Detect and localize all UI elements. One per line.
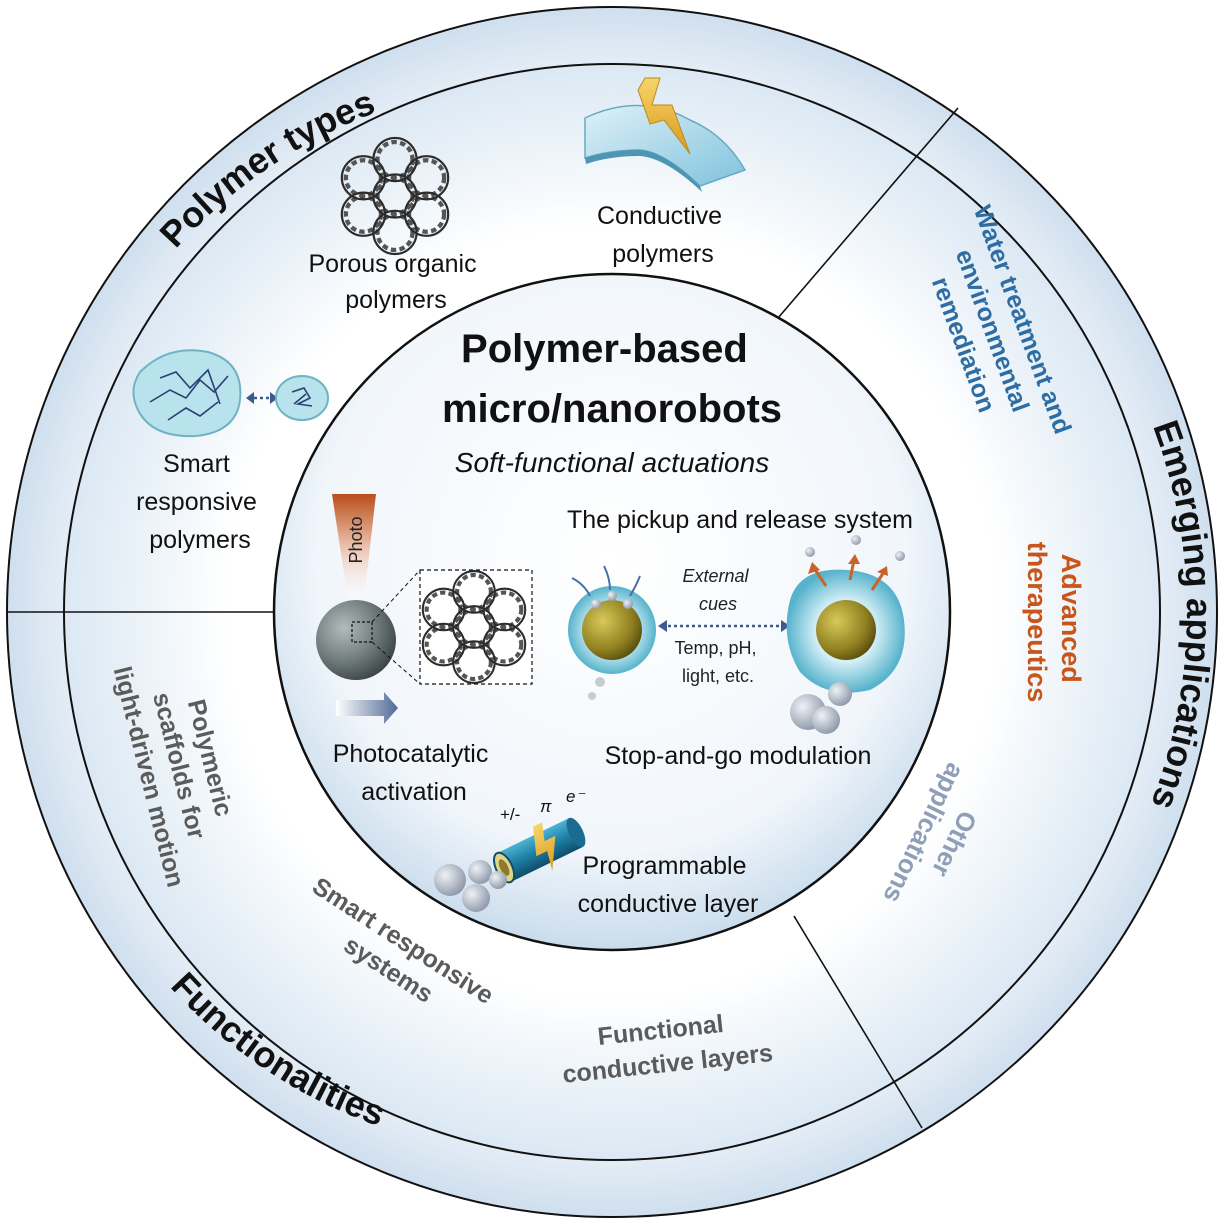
pickup-robot-small <box>568 565 656 700</box>
motion-arrow-icon <box>336 692 398 724</box>
external-cues-label: External cues <box>682 566 753 614</box>
center-subtitle: Soft-functional actuations <box>455 447 769 478</box>
programmable-conductive-layer-label: Programmable conductive layer <box>578 852 759 918</box>
charge-symbol-pi: π <box>540 797 552 816</box>
porous-organic-polymers-label: Porous organic polymers <box>308 250 483 314</box>
bubble-cluster-icon <box>434 860 507 912</box>
cue-examples-label: Temp, pH, light, etc. <box>674 638 761 686</box>
zoom-box-small <box>351 621 373 643</box>
stop-and-go-label: Stop-and-go modulation <box>605 742 872 770</box>
zoom-line-top <box>371 569 421 623</box>
photocatalytic-sphere <box>316 600 396 680</box>
double-arrow-icon <box>246 392 278 404</box>
smart-polymer-swollen-icon <box>132 349 242 438</box>
conductive-polymer-sheet-icon <box>584 77 747 192</box>
smart-responsive-polymers-label: Smart responsive polymers <box>136 450 264 554</box>
pickup-release-title: The pickup and release system <box>567 506 913 534</box>
zoom-line-bottom <box>371 641 421 685</box>
conductive-tube-icon <box>493 817 586 884</box>
divider-upper-right <box>777 107 959 319</box>
conductive-polymers-label: Conductive polymers <box>597 202 729 268</box>
charge-symbol-plus-minus: +/- <box>500 805 520 824</box>
photocatalytic-activation-label: Photocatalytic activation <box>333 740 496 806</box>
center-title: Polymer-based micro/nanorobots <box>442 327 782 431</box>
release-robot-large <box>786 535 905 734</box>
advanced-therapeutics-label: Advanced therapeutics <box>1022 542 1086 703</box>
external-cues-arrow-icon <box>658 620 790 632</box>
divider-lower-right <box>793 915 923 1129</box>
smart-polymer-collapsed-icon <box>275 375 329 421</box>
charge-symbol-electron: e⁻ <box>566 787 586 806</box>
photo-label: Photo <box>346 516 366 563</box>
photo-beam <box>332 494 376 600</box>
